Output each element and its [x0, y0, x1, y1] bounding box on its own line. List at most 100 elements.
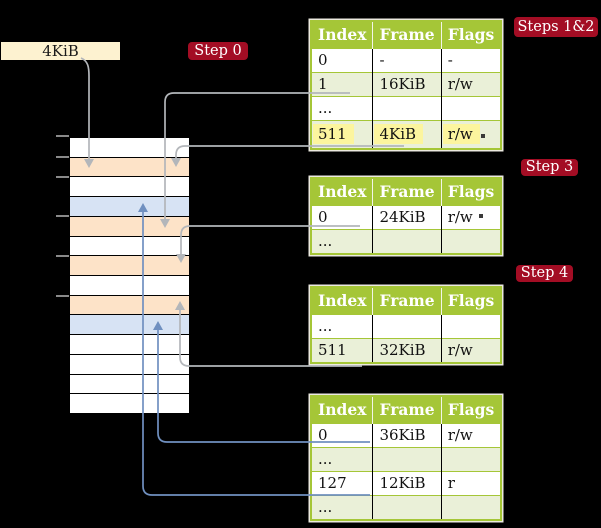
frame-size-label: 4KiB — [1, 42, 120, 60]
badge-steps-1-2: Steps 1&2 — [514, 17, 598, 37]
table-row: ... — [311, 314, 502, 339]
table-cell: 4KiB — [372, 120, 442, 149]
cell-text: ... — [318, 232, 333, 250]
table-cell — [440, 96, 502, 121]
table-cell: 127 — [311, 471, 373, 496]
table-row: 0 24KiB r/w — [311, 205, 502, 230]
cell-text: 127 — [318, 474, 347, 492]
cell-text: 4KiB — [374, 124, 424, 144]
cell-text: r/w — [447, 341, 473, 359]
table-cell: - — [372, 48, 442, 73]
column-header: Flags — [440, 396, 502, 424]
table-cell: r/w — [440, 72, 502, 97]
cell-text: ... — [318, 450, 333, 468]
memory-frame-row-10 — [70, 335, 189, 355]
table-cell: ... — [311, 229, 373, 254]
table-cell — [440, 229, 502, 254]
cell-text: 1 — [318, 75, 328, 93]
memory-tick — [56, 176, 69, 178]
cell-text: r/w — [447, 208, 473, 226]
cell-text: r/w — [447, 426, 473, 444]
table-cell: 1 — [311, 72, 373, 97]
memory-frame-row-8 — [70, 295, 189, 316]
column-header: Flags — [440, 21, 502, 49]
cell-text: ... — [318, 498, 333, 516]
memory-tick — [56, 156, 69, 158]
table-cell: 0 — [311, 205, 373, 230]
cell-text: 24KiB — [379, 208, 426, 226]
table-cell — [372, 229, 442, 254]
table-row: ... — [311, 495, 502, 520]
cell-text: r/w — [447, 75, 473, 93]
cell-text: 32KiB — [379, 341, 426, 359]
cell-text: ... — [318, 317, 333, 335]
table-cell: 36KiB — [372, 423, 442, 448]
cell-text: - — [379, 51, 385, 69]
memory-frame-row-11 — [70, 354, 189, 375]
table-row: 0 36KiB r/w — [311, 423, 502, 448]
table-cell: r/w — [440, 423, 502, 448]
table-row: 511 32KiB r/w — [311, 338, 502, 363]
cell-text: 0 — [318, 51, 328, 69]
table-cell: 24KiB — [372, 205, 442, 230]
memory-frame-row-7 — [70, 276, 189, 296]
table-cell: 32KiB — [372, 338, 442, 363]
memory-tick — [56, 255, 69, 257]
table-cell — [440, 495, 502, 520]
table-cell: ... — [311, 96, 373, 121]
table-cell: ... — [311, 495, 373, 520]
memory-frame-row-12 — [70, 374, 189, 395]
physical-memory-column — [69, 137, 190, 414]
column-header: Frame — [372, 287, 442, 315]
badge-step-3: Step 3 — [521, 159, 578, 176]
cell-text: 16KiB — [379, 75, 426, 93]
table-cell: r — [440, 471, 502, 496]
table-cell: r/w — [440, 338, 502, 363]
table-cell: 12KiB — [372, 471, 442, 496]
column-header: Index — [311, 287, 373, 315]
memory-frame-row-2 — [70, 177, 189, 198]
table-cell: 511 — [311, 338, 373, 363]
column-header: Frame — [372, 21, 442, 49]
badge-step-0: Step 0 — [188, 42, 248, 60]
cell-text: - — [447, 51, 453, 69]
memory-frame-row-13 — [70, 394, 189, 414]
column-header: Index — [311, 178, 373, 206]
cell-text: 511 — [313, 124, 354, 144]
memory-frame-row-5 — [70, 236, 189, 257]
memory-tick — [56, 215, 69, 217]
table-cell: r/w — [440, 205, 502, 230]
table-row: ... — [311, 229, 502, 254]
table-cell: 16KiB — [372, 72, 442, 97]
table-cell — [372, 495, 442, 520]
table-cell — [440, 447, 502, 472]
column-header: Index — [311, 396, 373, 424]
column-header: Index — [311, 21, 373, 49]
memory-frame-row-3 — [70, 197, 189, 217]
row-stub-mark — [481, 134, 485, 138]
table-row: ... — [311, 447, 502, 472]
row-stub-mark — [479, 214, 483, 218]
cell-text: 0 — [318, 426, 328, 444]
memory-tick — [56, 135, 69, 137]
table-cell: ... — [311, 314, 373, 339]
memory-frame-row-0 — [70, 138, 189, 158]
column-header: Frame — [372, 396, 442, 424]
table-cell — [372, 96, 442, 121]
cell-text: ... — [318, 99, 333, 117]
table-cell — [372, 314, 442, 339]
memory-tick — [56, 295, 69, 297]
